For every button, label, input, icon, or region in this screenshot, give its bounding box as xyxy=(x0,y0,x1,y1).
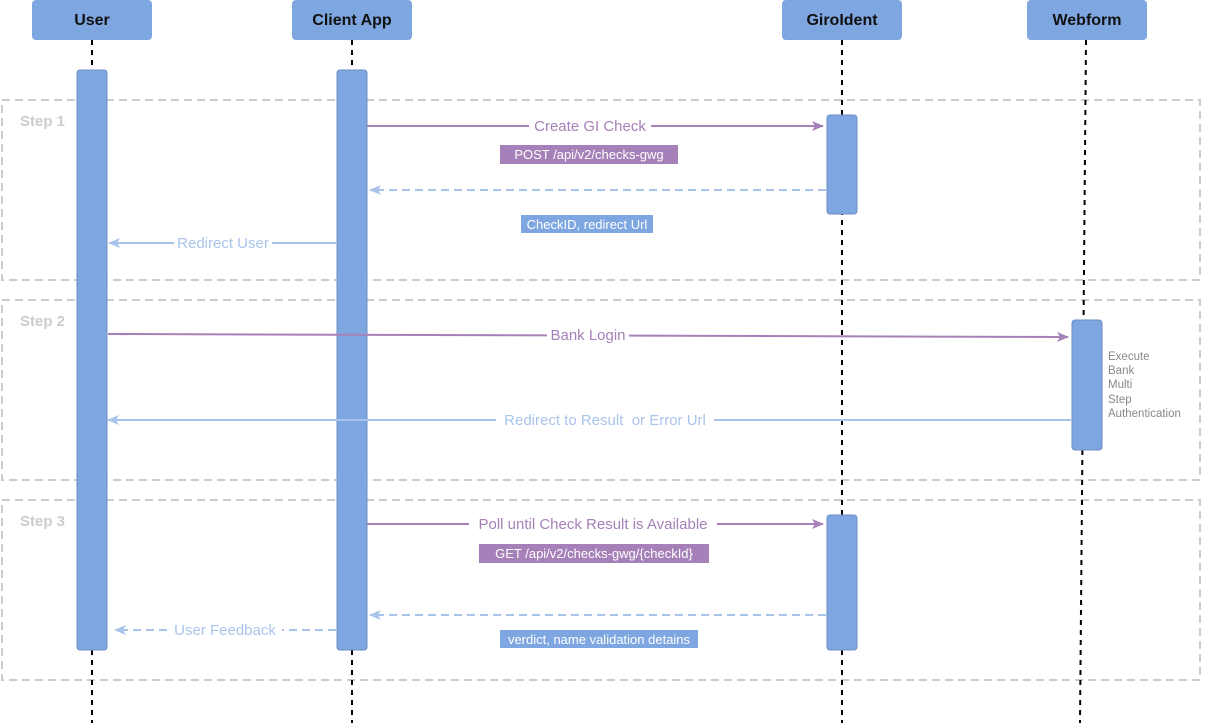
webform-note: Execute Bank Multi Step Authentication xyxy=(1108,351,1181,420)
get-endpoint-tag-bg xyxy=(479,544,709,563)
verdict-response-tag: verdict, name validation detains xyxy=(508,632,691,647)
step-frames: Step 1 Step 2 Step 3 xyxy=(1,99,1201,681)
step-2-label: Step 2 xyxy=(20,313,65,330)
payload-tags: POST /api/v2/checks-gwg CheckID, redirec… xyxy=(479,145,709,648)
actor-giroident-box xyxy=(782,0,902,40)
create-check-label: Create GI Check xyxy=(534,118,646,135)
create-check-label-bg xyxy=(529,117,651,135)
actor-user-label: User xyxy=(74,12,110,29)
user-feedback-label: User Feedback xyxy=(174,622,276,639)
post-endpoint-tag-bg xyxy=(500,145,678,164)
actor-giroident-label: GiroIdent xyxy=(806,12,878,29)
bank-login-label: Bank Login xyxy=(550,327,625,344)
note-line-3: Multi xyxy=(1108,379,1132,391)
activation-bars xyxy=(76,69,1103,651)
poll-label: Poll until Check Result is Available xyxy=(478,516,707,533)
bank-login-label-bg xyxy=(547,326,629,344)
lifelines xyxy=(91,39,1087,723)
actor-headers: User Client App GiroIdent Webform xyxy=(32,0,1147,40)
redirect-result-label: Redirect to Result or Error Url xyxy=(504,412,706,429)
giroident-activation-step1 xyxy=(826,114,858,215)
poll-label-bg xyxy=(469,515,717,533)
redirect-result-label-bg xyxy=(496,411,714,429)
note-line-5: Authentication xyxy=(1108,408,1181,420)
webform-activation-bar xyxy=(1071,319,1103,451)
message-labels: Create GI Check Redirect User Bank Login… xyxy=(168,117,717,639)
note-line-4: Step xyxy=(1108,394,1132,406)
get-endpoint-tag: GET /api/v2/checks-gwg/{checkId} xyxy=(495,546,693,561)
step-1-label: Step 1 xyxy=(20,113,65,130)
check-response-tag-bg xyxy=(521,215,653,233)
actor-webform-label: Webform xyxy=(1052,12,1121,29)
note-line-1: Execute xyxy=(1108,351,1150,363)
check-response-tag: CheckID, redirect Url xyxy=(527,217,648,232)
verdict-response-tag-bg xyxy=(500,630,698,648)
step-3-label: Step 3 xyxy=(20,513,65,530)
actor-client-app-label: Client App xyxy=(312,12,392,29)
step-1-frame xyxy=(1,99,1201,281)
redirect-user-label-bg xyxy=(174,234,272,252)
client-app-activation-bar xyxy=(336,69,368,651)
step-2-frame xyxy=(1,299,1201,481)
step-3-frame xyxy=(1,499,1201,681)
redirect-user-label: Redirect User xyxy=(177,235,269,252)
user-activation-bar xyxy=(76,69,108,651)
actor-client-app-box xyxy=(292,0,412,40)
user-feedback-label-bg xyxy=(168,621,282,639)
note-line-2: Bank xyxy=(1108,365,1134,377)
actor-user-box xyxy=(32,0,152,40)
post-endpoint-tag: POST /api/v2/checks-gwg xyxy=(514,147,663,162)
actor-webform-box xyxy=(1027,0,1147,40)
giroident-activation-step3 xyxy=(826,514,858,651)
